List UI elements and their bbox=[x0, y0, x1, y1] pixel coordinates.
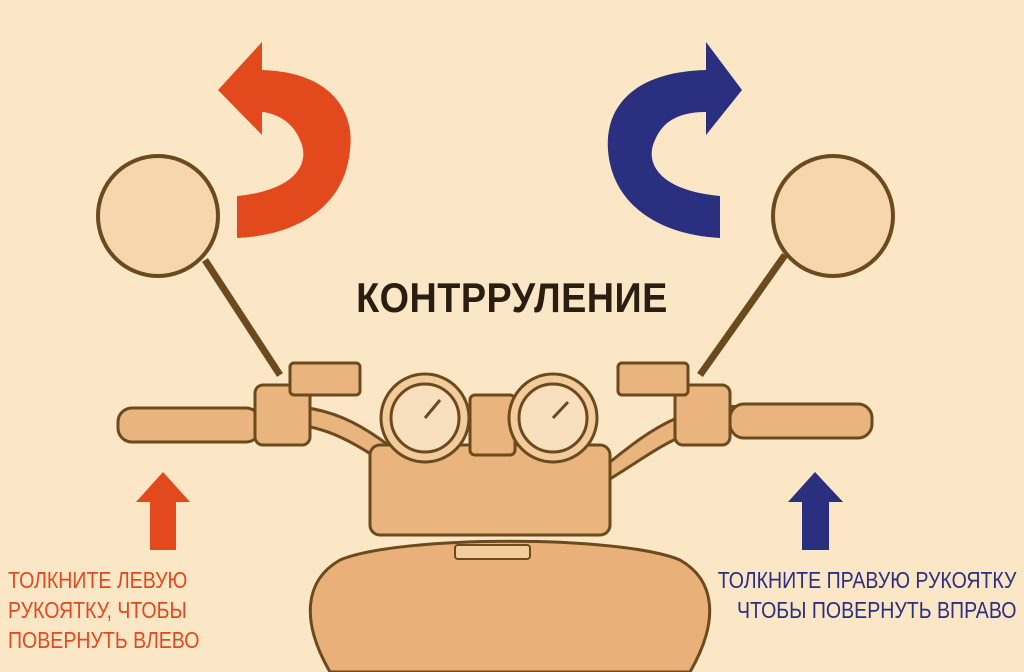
right-mirror bbox=[697, 154, 895, 378]
right-caption-line: ЧТОБЫ ПОВЕРНУТЬ ВПРАВО bbox=[736, 597, 1016, 623]
up-arrow-left-icon bbox=[136, 472, 190, 550]
handlebar bbox=[116, 361, 874, 537]
left-caption-line: ТОЛКНИТЕ ЛЕВУЮ bbox=[8, 567, 188, 593]
page-title: КОНТРРУЛЕНИЕ bbox=[356, 274, 668, 321]
fuel-tank bbox=[308, 539, 712, 672]
left-mirror bbox=[96, 154, 283, 377]
curved-arrow-right-icon bbox=[607, 42, 742, 238]
right-caption: ТОЛКНИТЕ ПРАВУЮ РУКОЯТКУ ЧТОБЫ ПОВЕРНУТЬ… bbox=[717, 565, 1016, 625]
left-caption: ТОЛКНИТЕ ЛЕВУЮ РУКОЯТКУ, ЧТОБЫ ПОВЕРНУТЬ… bbox=[8, 565, 199, 655]
right-caption-line: ТОЛКНИТЕ ПРАВУЮ РУКОЯТКУ bbox=[717, 567, 1016, 593]
left-caption-line: ПОВЕРНУТЬ ВЛЕВО bbox=[8, 627, 200, 653]
up-arrow-right-icon bbox=[788, 472, 843, 550]
left-caption-line: РУКОЯТКУ, ЧТОБЫ bbox=[8, 597, 187, 623]
curved-arrow-left-icon bbox=[218, 42, 351, 238]
